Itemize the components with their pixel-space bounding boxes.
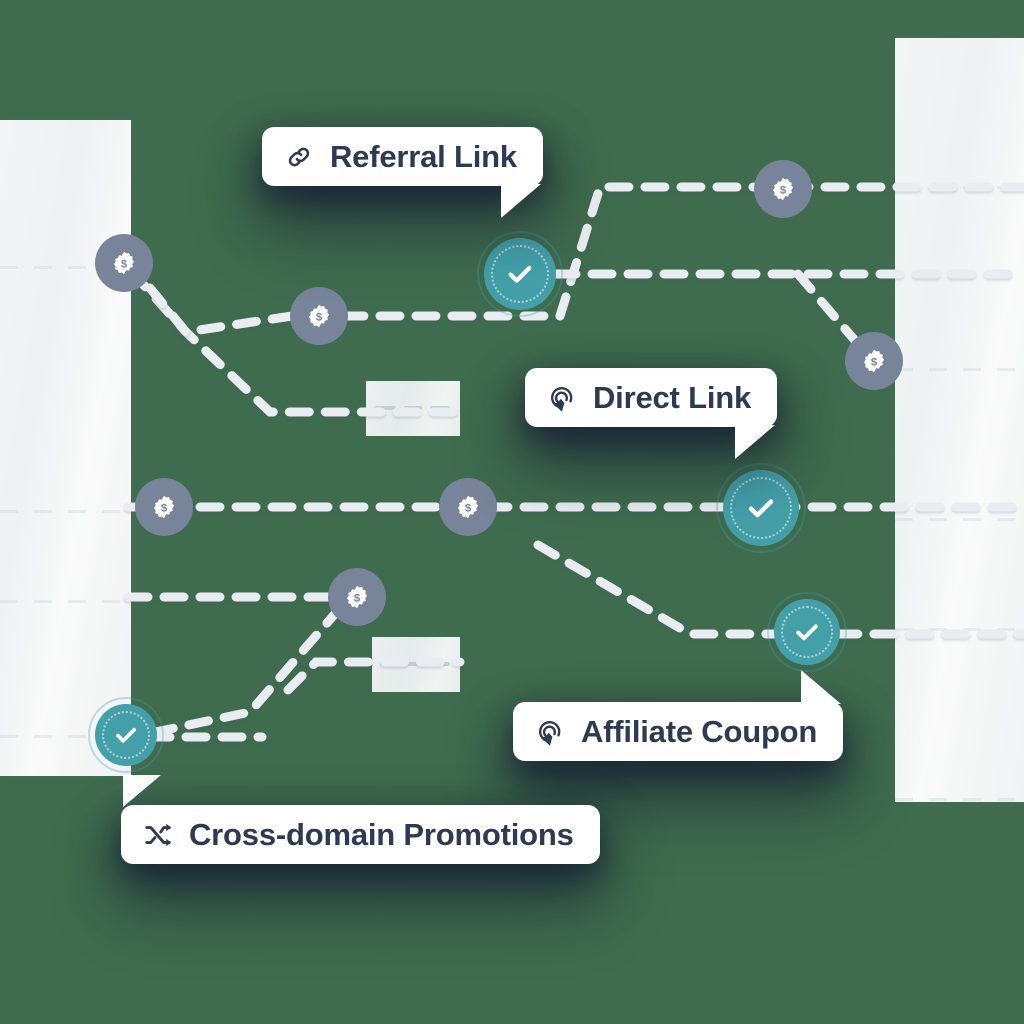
click-target-icon [535, 717, 565, 747]
svg-text:$: $ [354, 593, 361, 605]
node-dollar-badge[interactable]: $ [754, 160, 812, 218]
check-icon [748, 499, 774, 518]
node-check-badge[interactable] [767, 592, 847, 672]
node-check-badge[interactable] [477, 231, 563, 317]
panel-ghost-row [895, 368, 1024, 371]
chip-label: Affiliate Coupon [581, 714, 818, 749]
wire-path [145, 283, 565, 337]
background-panel-left [0, 120, 131, 776]
node-dollar-badge[interactable]: $ [95, 234, 153, 292]
node-dollar-badge[interactable]: $ [135, 478, 193, 536]
chip-tail [801, 670, 842, 704]
node-dollar-badge[interactable]: $ [439, 478, 497, 536]
svg-text:$: $ [161, 503, 168, 515]
node-check-badge[interactable] [88, 697, 164, 773]
panel-ghost-row [0, 266, 131, 269]
chip-body[interactable]: Direct Link [525, 368, 778, 459]
chip-body[interactable]: Referral Link [262, 127, 543, 218]
chip-tail [123, 775, 161, 807]
chip-tail [735, 425, 776, 459]
node-dollar-badge[interactable]: $ [290, 287, 348, 345]
wire-path [533, 540, 1024, 639]
chip-tail [500, 184, 541, 218]
panel-ghost-row [895, 186, 1024, 189]
chip-body[interactable]: Cross-domain Promotions [121, 775, 600, 864]
svg-text:$: $ [316, 312, 323, 324]
svg-text:$: $ [780, 185, 787, 197]
check-icon [796, 624, 818, 641]
wire-path [127, 267, 467, 417]
svg-text:$: $ [465, 503, 472, 515]
chip-affiliate-coupon[interactable]: Affiliate Coupon [513, 670, 844, 761]
chip-label: Cross-domain Promotions [189, 817, 574, 852]
click-target-icon [547, 383, 577, 413]
check-icon [508, 265, 532, 283]
chip-label: Referral Link [330, 139, 517, 174]
background-panel-right [895, 38, 1024, 802]
chip-body[interactable]: Affiliate Coupon [513, 670, 844, 761]
svg-text:$: $ [871, 357, 878, 369]
node-check-badge[interactable] [716, 463, 806, 553]
dollar-badge-icon: $ [153, 495, 175, 519]
panel-ghost-row [895, 518, 1024, 521]
chip-direct-link[interactable]: Direct Link [525, 368, 778, 459]
chip-referral-link[interactable]: Referral Link [262, 127, 543, 218]
check-icon [115, 727, 137, 743]
dollar-badge-icon: $ [113, 251, 135, 275]
dollar-badge-icon: $ [863, 349, 885, 373]
shuffle-icon [143, 820, 173, 850]
ghost-line [408, 662, 424, 666]
ghost-line [374, 406, 396, 410]
panel-ghost-row [0, 600, 131, 603]
dollar-badge-icon: $ [457, 495, 479, 519]
node-dollar-badge[interactable]: $ [328, 568, 386, 626]
chip-label: Direct Link [593, 380, 752, 415]
dollar-badge-icon: $ [308, 304, 330, 328]
wire-path [283, 657, 465, 695]
panel-ghost-row [0, 735, 131, 738]
panel-ghost-row [895, 798, 1024, 801]
link-chain-icon [284, 142, 314, 172]
node-dollar-badge[interactable]: $ [845, 332, 903, 390]
dollar-badge-icon: $ [346, 585, 368, 609]
wire-path [127, 603, 345, 742]
chip-cross-domain-promotions[interactable]: Cross-domain Promotions [121, 775, 600, 864]
panel-ghost-row [0, 510, 131, 513]
svg-text:$: $ [121, 259, 128, 271]
dollar-badge-icon: $ [772, 177, 794, 201]
